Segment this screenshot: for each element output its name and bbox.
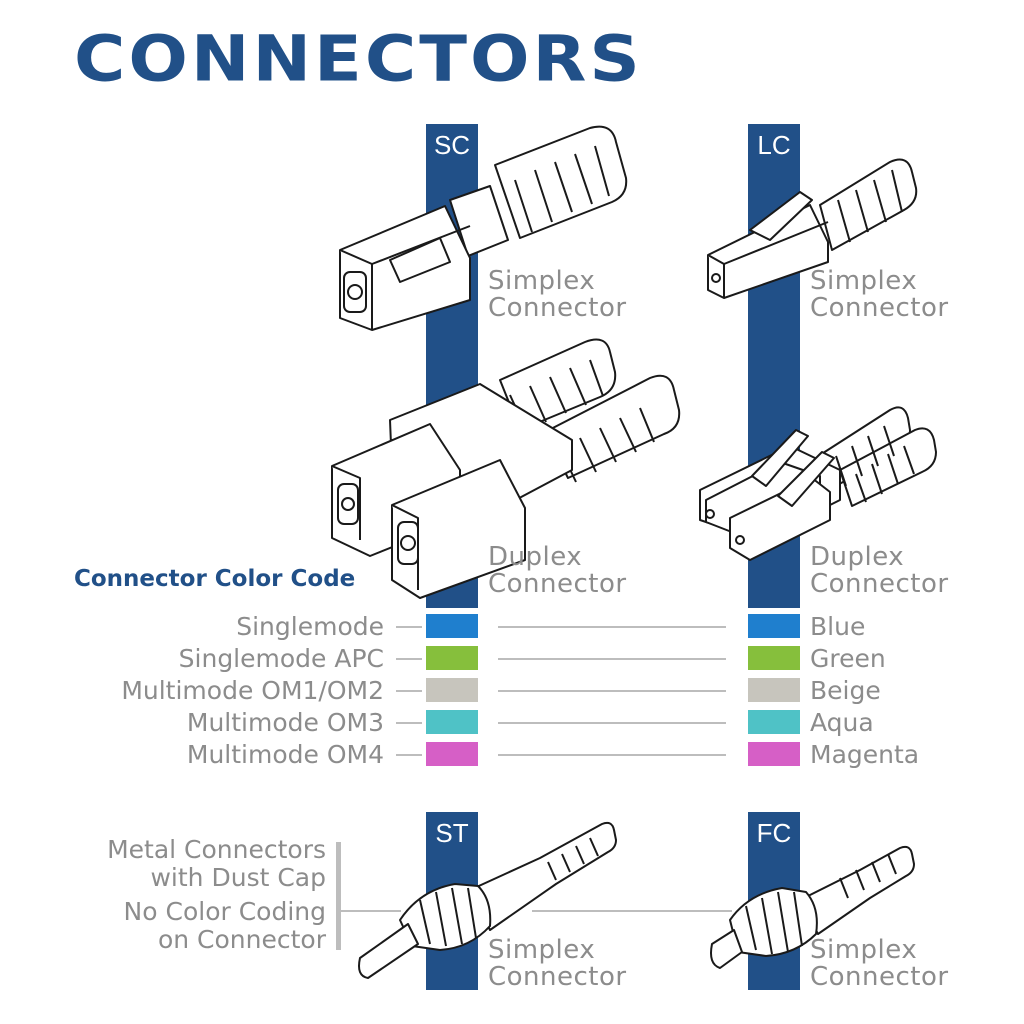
row-center-line [498,658,726,660]
row-center-line [498,754,726,756]
fc-pointer-line [532,910,732,912]
caption-line: Simplex [810,935,918,965]
caption-line: Simplex [810,266,918,296]
st-connector-icon [358,821,617,979]
caption-line: Duplex [810,542,905,572]
sc-color-swatch [426,614,478,638]
fc-connector-icon [710,845,915,969]
color-row-name: Magenta [810,740,920,769]
lc-color-swatch [748,710,800,734]
color-row-type: Multimode OM1/OM2 [121,676,384,705]
lc-simplex-caption: Simplex Connector [810,268,949,322]
lc-color-swatch [748,646,800,670]
row-left-line [396,626,422,628]
lc-duplex-connector-icon [699,406,937,561]
color-row-type: Multimode OM3 [186,708,384,737]
page-title: CONNECTORS [74,22,643,96]
color-row-type: Multimode OM4 [186,740,384,769]
metal-note-bracket [336,842,341,950]
st-pointer-line [341,910,401,912]
sc-color-swatch [426,710,478,734]
sc-label: SC [433,130,471,160]
row-center-line [498,626,726,628]
caption-line: Simplex [488,935,596,965]
color-row-type: Singlemode [236,612,384,641]
fc-simplex-caption: Simplex Connector [810,937,949,991]
sc-duplex-connector-icon [331,338,681,599]
sc-color-swatch [426,678,478,702]
caption-line: Connector [810,569,949,599]
caption-line: Simplex [488,266,596,296]
caption-line: Connector [488,962,627,992]
caption-line: Connector [488,293,627,323]
sc-duplex-caption: Duplex Connector [488,544,627,598]
fc-label: FC [756,818,792,848]
metal-note-line: on Connector [157,925,326,954]
sc-simplex-connector-icon [339,125,628,331]
caption-line: Duplex [488,542,583,572]
row-left-line [396,658,422,660]
st-simplex-caption: Simplex Connector [488,937,627,991]
row-left-line [396,722,422,724]
row-left-line [396,690,422,692]
caption-line: Connector [810,293,949,323]
lc-color-swatch [748,742,800,766]
caption-line: Connector [810,962,949,992]
lc-color-swatch [748,614,800,638]
metal-note-line: with Dust Cap [150,863,326,892]
color-row-name: Aqua [810,708,874,737]
st-label: ST [435,818,469,848]
color-row-name: Beige [810,676,881,705]
sc-color-swatch [426,646,478,670]
metal-note: Metal Connectors with Dust Cap No Color … [107,836,326,954]
lc-duplex-caption: Duplex Connector [810,544,949,598]
color-row-type: Singlemode APC [178,644,384,673]
metal-note-line: Metal Connectors [107,835,326,864]
sc-color-swatch [426,742,478,766]
row-left-line [396,754,422,756]
caption-line: Connector [488,569,627,599]
lc-simplex-connector-icon [707,158,918,299]
color-row-name: Green [810,644,886,673]
row-center-line [498,722,726,724]
row-center-line [498,690,726,692]
lc-label: LC [757,130,791,160]
color-code-title: Connector Color Code [74,566,356,592]
color-row-name: Blue [810,612,866,641]
lc-color-swatch [748,678,800,702]
sc-simplex-caption: Simplex Connector [488,268,627,322]
metal-note-line: No Color Coding [123,897,326,926]
